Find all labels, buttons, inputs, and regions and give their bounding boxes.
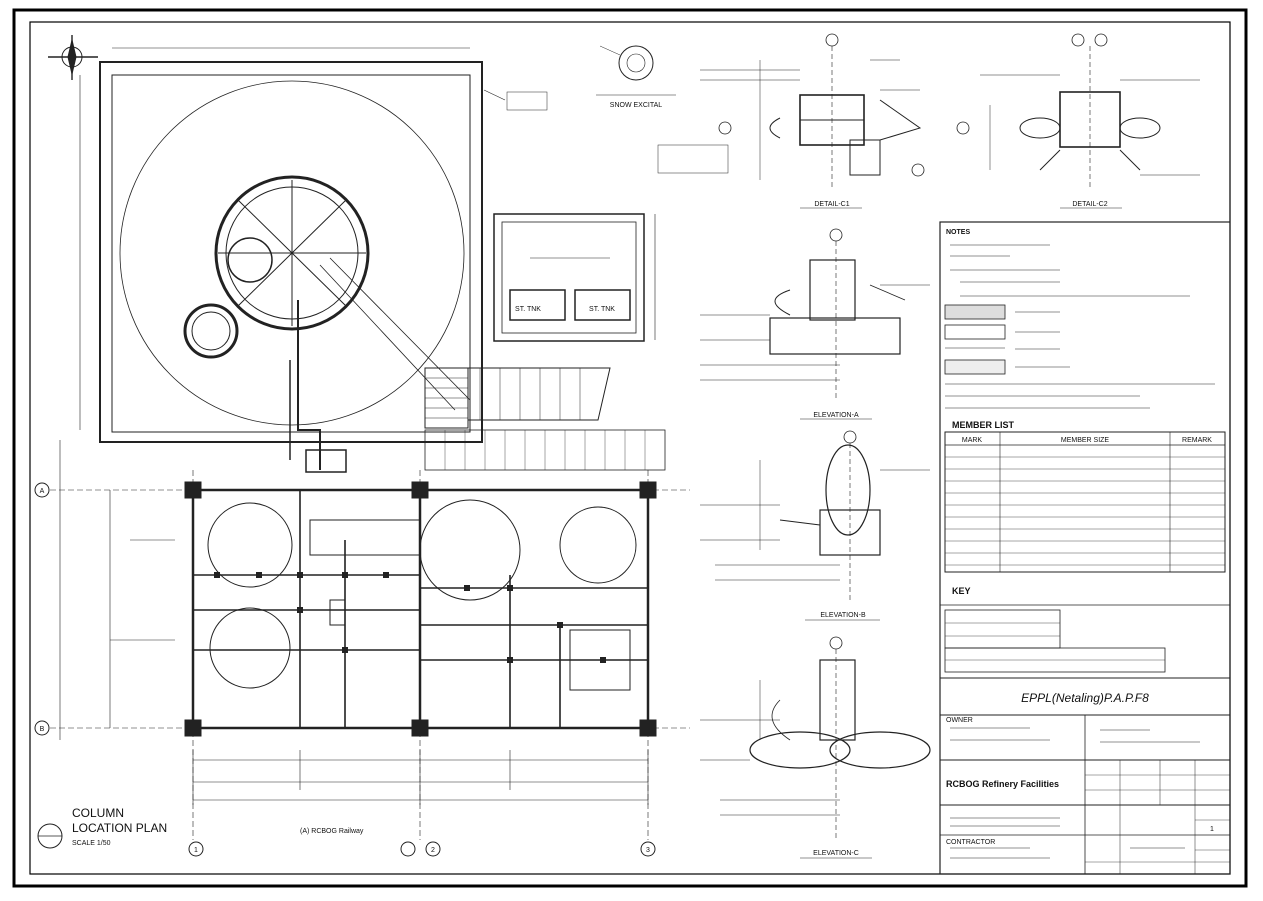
member-list-col-mark: MARK [962,437,983,444]
client-name: RCBOG Refinery Facilities [946,779,1059,789]
elevation-a [700,228,930,420]
elevation-caption-c: ELEVATION-C [813,850,859,857]
room-box-label-2: ST. TNK [589,306,615,313]
grid-marker-1: 1 [194,847,198,854]
contractor-label: CONTRACTOR [946,839,995,846]
owner-label: OWNER [946,717,973,724]
plan-subtitle: SCALE 1/50 [72,840,111,847]
grid-marker-a: A [40,488,45,495]
detail-caption-c2: DETAIL-C2 [1072,201,1107,208]
notes-heading: NOTES [946,229,970,236]
detail-caption-snow: SNOW EXCITAL [610,102,662,109]
plan-title-line2: LOCATION PLAN [72,821,167,835]
project-title: EPPL(Netaling)P.A.P.F8 [1021,691,1149,705]
plan-title-line1: COLUMN [72,806,124,820]
grid-marker-2: 2 [431,847,435,854]
inner-frame [29,21,1231,875]
sheet-number: 1 [1210,826,1214,833]
grid-marker-3: 3 [646,847,650,854]
column-location-plan [34,35,729,857]
member-list-heading: MEMBER LIST [952,420,1015,430]
elevation-caption-a: ELEVATION-A [813,412,859,419]
detail-c1 [700,33,925,209]
plan-caption: (A) RCBOG Railway [300,828,364,835]
detail-caption-c1: DETAIL-C1 [814,201,849,208]
member-list-col-size: MEMBER SIZE [1061,437,1110,444]
elevation-caption-b: ELEVATION-B [820,612,866,619]
north-arrow-icon [48,35,98,80]
outer-frame [12,8,1248,888]
room-box-label-1: ST. TNK [515,306,541,313]
detail-snow [596,45,676,96]
member-list-col-remark: REMARK [1182,437,1212,444]
grid-marker-b: B [40,726,45,733]
detail-c2 [956,33,1200,209]
elevation-b [700,430,930,621]
key-heading: KEY [952,586,971,596]
elevation-c [700,636,931,859]
notes-panel [939,221,1231,875]
